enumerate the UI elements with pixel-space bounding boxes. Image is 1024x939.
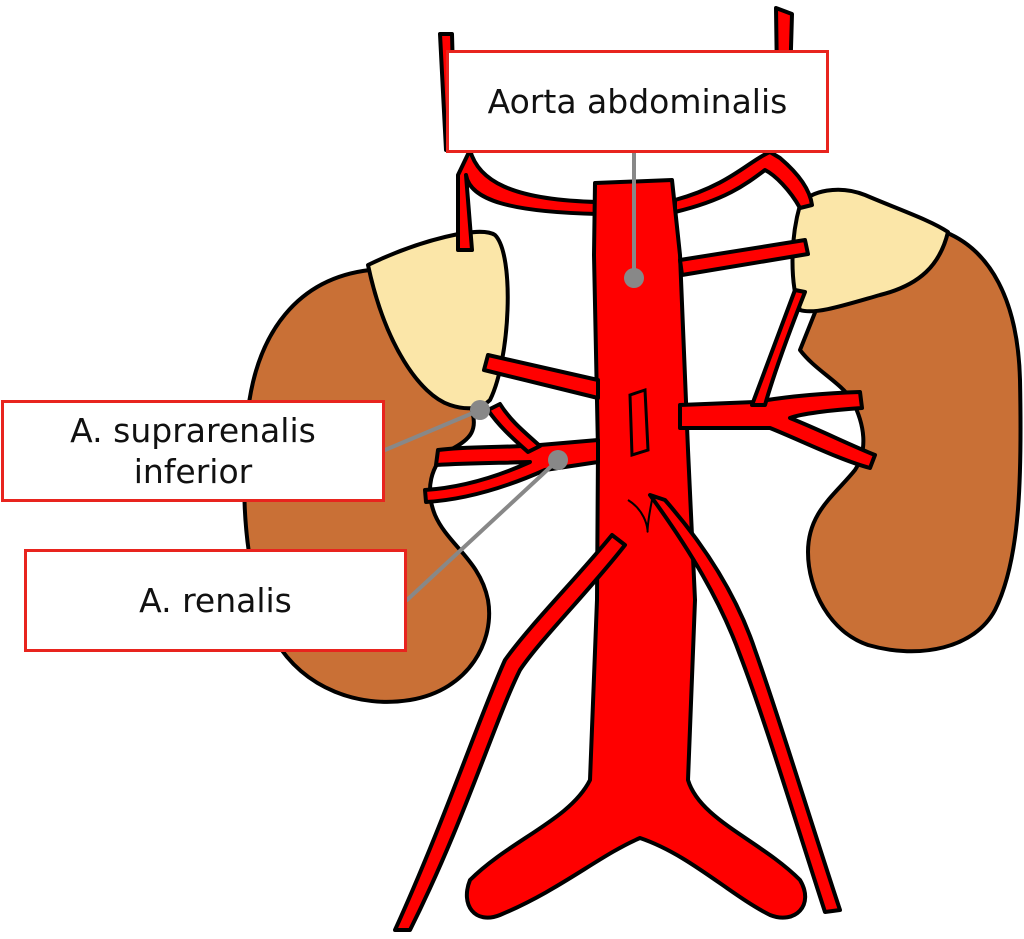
superior-adrenal-branch-left xyxy=(456,148,600,252)
leader-line-suprarenalis xyxy=(383,408,482,452)
gonadal-artery-left xyxy=(393,533,627,932)
superior-adrenal-branch-right xyxy=(673,150,814,214)
renal-artery-right xyxy=(678,390,877,470)
label-a-suprarenalis-inferior: A. suprarenalis inferior xyxy=(1,400,385,502)
renal-artery-left xyxy=(423,438,600,504)
middle-adrenal-artery-left xyxy=(482,353,600,400)
inferior-adrenal-artery xyxy=(486,402,542,454)
midline-vessel-detail xyxy=(628,387,650,458)
leader-lines xyxy=(383,151,636,602)
aorta-inner-lines xyxy=(627,499,653,533)
leader-dots xyxy=(470,268,644,470)
leader-dot-renalis xyxy=(548,450,568,470)
kidney-right xyxy=(798,230,1023,654)
leader-dot-suprarenalis xyxy=(470,400,490,420)
aorta-trunk xyxy=(464,178,808,920)
gonadal-artery-right xyxy=(648,493,842,914)
vessel-right-upper xyxy=(750,288,807,407)
leader-line-renalis xyxy=(405,458,560,602)
leader-dot-aorta xyxy=(624,268,644,288)
label-a-renalis: A. renalis xyxy=(24,549,407,652)
middle-adrenal-artery-right xyxy=(678,238,810,277)
label-aorta-abdominalis: Aorta abdominalis xyxy=(446,50,829,153)
